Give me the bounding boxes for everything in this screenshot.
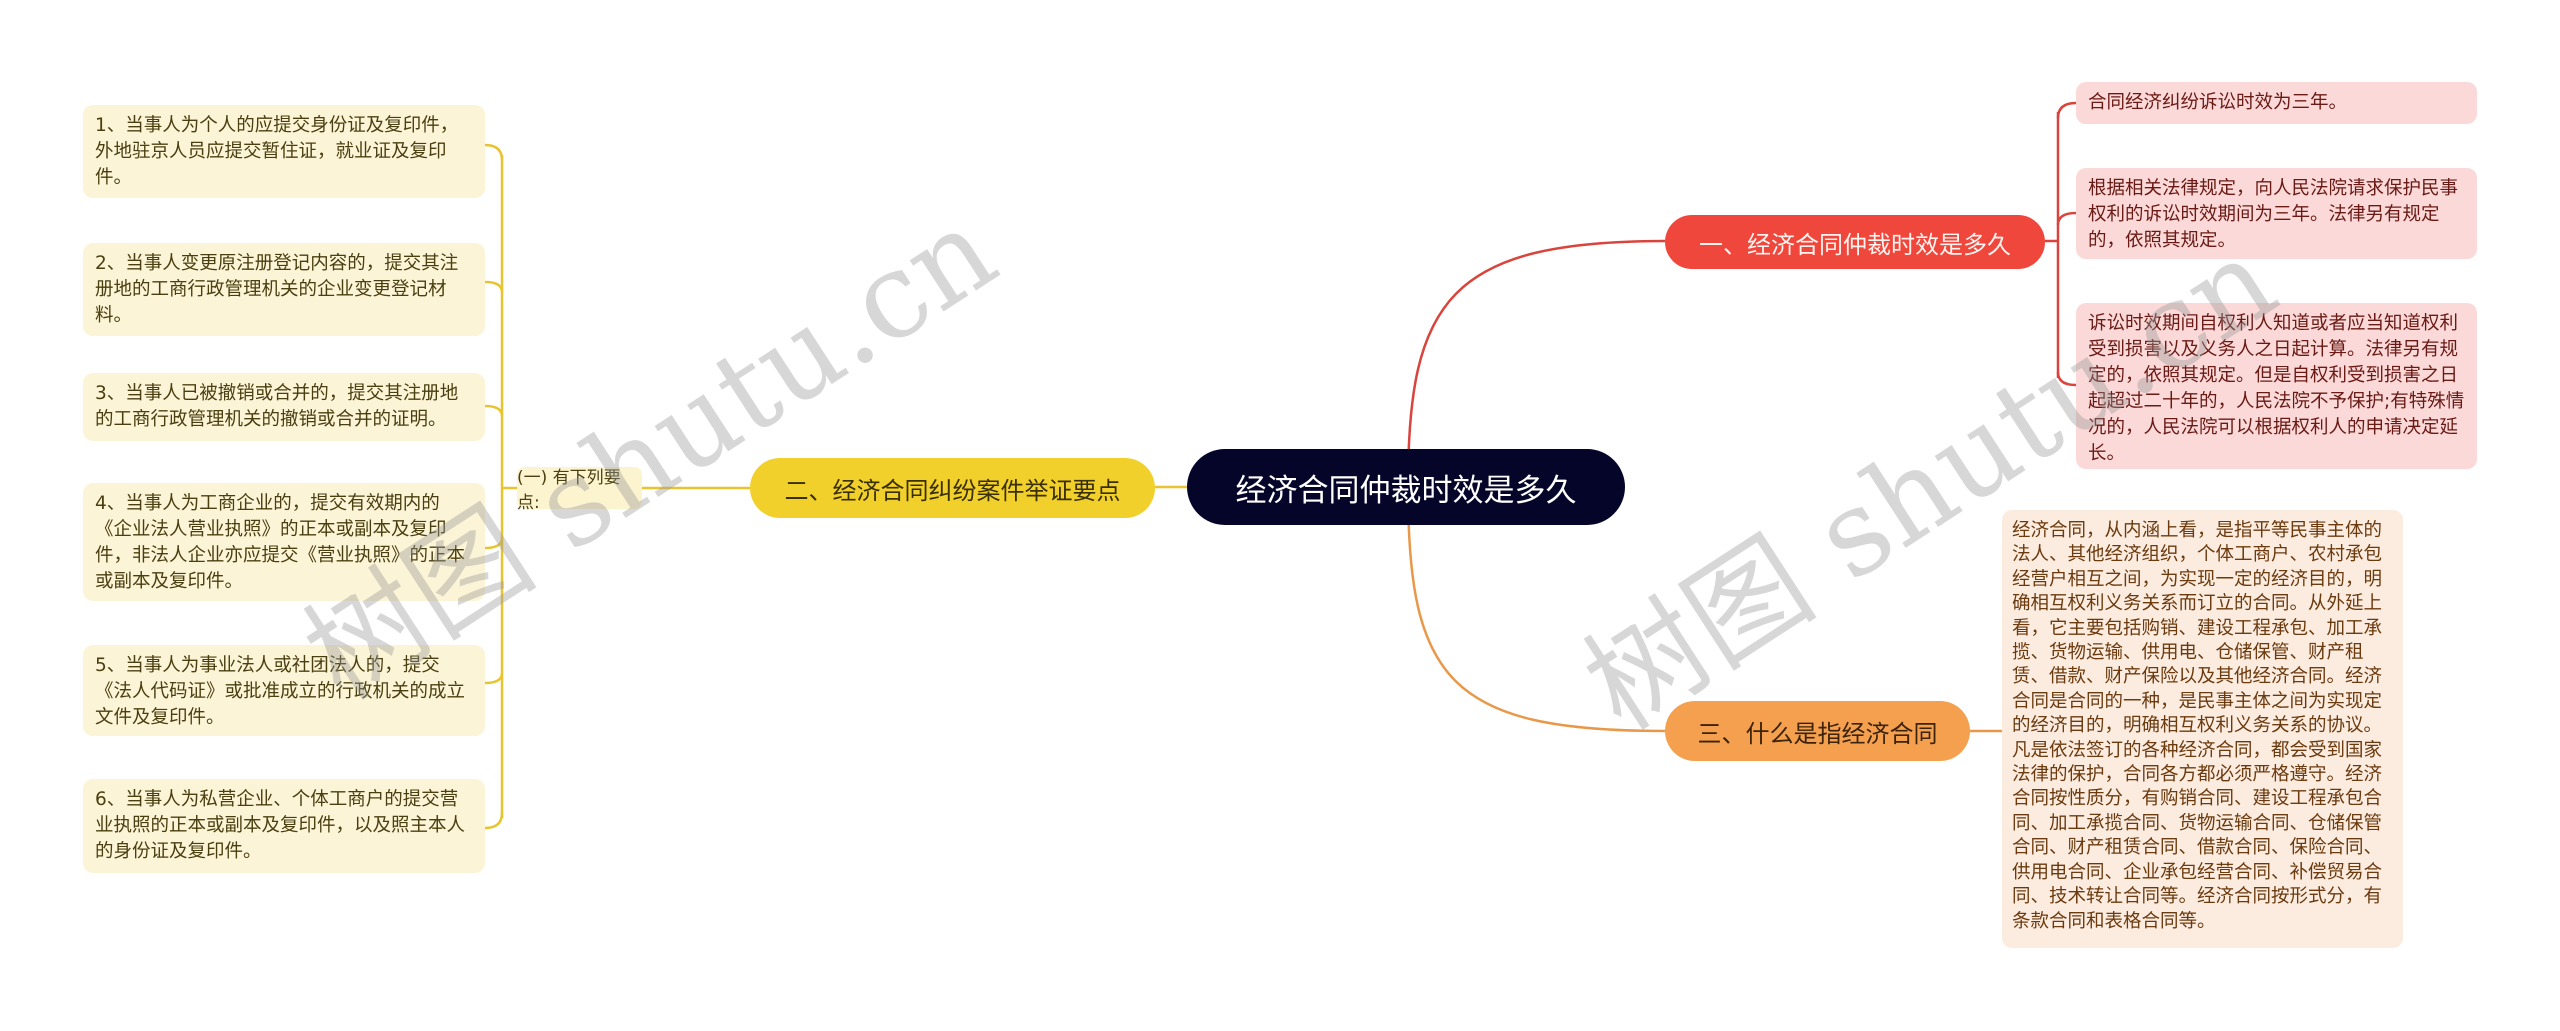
- branch-3-label: 三、什么是指经济合同: [1697, 719, 1938, 748]
- root-label: 经济合同仲裁时效是多久: [1235, 472, 1577, 509]
- branch-2-leaf-5[interactable]: 5、当事人为事业法人或社团法人的，提交《法人代码证》或批准成立的行政机关的成立文…: [83, 645, 485, 736]
- root-node[interactable]: 经济合同仲裁时效是多久: [1187, 449, 1625, 525]
- branch-2-label: 二、经济合同纠纷案件举证要点: [784, 476, 1121, 505]
- branch-2-leaf-3[interactable]: 3、当事人已被撤销或合并的，提交其注册地的工商行政管理机关的撤销或合并的证明。: [83, 373, 485, 441]
- branch-1-leaf-1[interactable]: 合同经济纠纷诉讼时效为三年。: [2076, 82, 2477, 124]
- branch-2-leaf-6[interactable]: 6、当事人为私营企业、个体工商户的提交营业执照的正本或副本及复印件，以及照主本人…: [83, 779, 485, 873]
- branch-2-leaf-4[interactable]: 4、当事人为工商企业的，提交有效期内的《企业法人营业执照》的正本或副本及复印件，…: [83, 483, 485, 601]
- leaf-text: 合同经济纠纷诉讼时效为三年。: [2088, 92, 2348, 113]
- branch-2-sub-node[interactable]: (一) 有下列要点:: [517, 467, 642, 513]
- branch-1-label: 一、经济合同仲裁时效是多久: [1699, 230, 2011, 259]
- leaf-text: 5、当事人为事业法人或社团法人的，提交《法人代码证》或批准成立的行政机关的成立文…: [95, 655, 466, 728]
- branch-3-node[interactable]: 三、什么是指经济合同: [1665, 701, 1970, 761]
- leaf-text: 1、当事人为个人的应提交身份证及复印件，外地驻京人员应提交暂住证，就业证及复印件…: [95, 115, 459, 188]
- branch-1-leaf-2[interactable]: 根据相关法律规定，向人民法院请求保护民事权利的诉讼时效期间为三年。法律另有规定的…: [2076, 168, 2477, 259]
- leaf-text: 经济合同，从内涵上看，是指平等民事主体的法人、其他经济组织，个体工商户、农村承包…: [2012, 520, 2383, 932]
- leaf-text: 4、当事人为工商企业的，提交有效期内的《企业法人营业执照》的正本或副本及复印件，…: [95, 493, 466, 592]
- sub-label: (一) 有下列要点:: [517, 468, 621, 513]
- leaf-text: 3、当事人已被撤销或合并的，提交其注册地的工商行政管理机关的撤销或合并的证明。: [95, 383, 459, 430]
- branch-3-leaf-1[interactable]: 经济合同，从内涵上看，是指平等民事主体的法人、其他经济组织，个体工商户、农村承包…: [2002, 510, 2403, 948]
- leaf-text: 6、当事人为私营企业、个体工商户的提交营业执照的正本或副本及复印件，以及照主本人…: [95, 789, 466, 862]
- branch-2-node[interactable]: 二、经济合同纠纷案件举证要点: [750, 458, 1155, 518]
- branch-1-node[interactable]: 一、经济合同仲裁时效是多久: [1665, 215, 2045, 269]
- branch-2-leaf-1[interactable]: 1、当事人为个人的应提交身份证及复印件，外地驻京人员应提交暂住证，就业证及复印件…: [83, 105, 485, 198]
- branch-2-leaf-2[interactable]: 2、当事人变更原注册登记内容的，提交其注册地的工商行政管理机关的企业变更登记材料…: [83, 243, 485, 336]
- leaf-text: 诉讼时效期间自权利人知道或者应当知道权利受到损害以及义务人之日起计算。法律另有规…: [2088, 313, 2465, 464]
- branch-1-leaf-3[interactable]: 诉讼时效期间自权利人知道或者应当知道权利受到损害以及义务人之日起计算。法律另有规…: [2076, 303, 2477, 469]
- leaf-text: 根据相关法律规定，向人民法院请求保护民事权利的诉讼时效期间为三年。法律另有规定的…: [2088, 178, 2459, 251]
- leaf-text: 2、当事人变更原注册登记内容的，提交其注册地的工商行政管理机关的企业变更登记材料…: [95, 253, 459, 326]
